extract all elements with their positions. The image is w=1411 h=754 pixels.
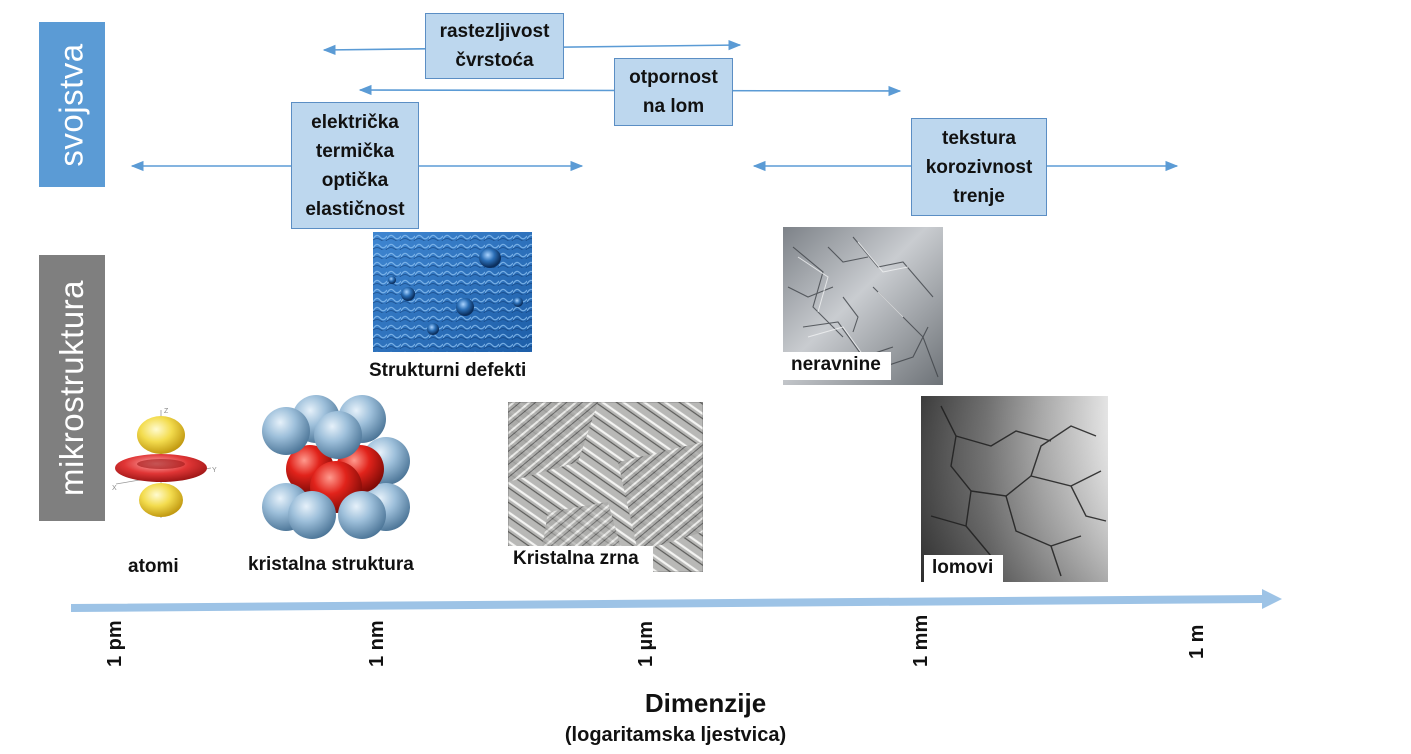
property-line: rastezljivost [439,21,550,42]
scale-tick-m: 1 m [1186,624,1208,659]
fractures-image [921,396,1108,582]
crystal-grains-image [508,402,703,572]
property-line: otpornost [629,67,718,88]
properties-side-label: svojstva [39,22,105,187]
property-line: korozivnost [925,156,1033,178]
property-line: elastičnost [305,198,405,220]
structural-defects-image [373,232,532,352]
scale-tick-um: 1 µm [635,621,657,667]
axis-subtitle: (logaritamska ljestvica) [564,724,787,746]
scale-tick-nm: 1 nm [366,620,388,667]
property-line: tekstura [942,127,1016,149]
svg-text:X: X [112,485,117,492]
scale-tick-mm: 1 mm [910,614,932,667]
structural-defects-caption: Strukturni defekti [369,360,527,381]
property-line: optička [321,169,389,191]
property-box-physical: električka termička optička elastičnost [291,102,419,229]
property-line: čvrstoća [455,50,534,71]
property-box-surface: tekstura korozivnost trenje [911,118,1047,216]
property-line: električka [311,111,399,133]
axis-title: Dimenzije [644,688,767,718]
property-line: na lom [642,96,705,117]
crystal-structure-caption: kristalna struktura [248,554,414,575]
property-box-fracture-toughness: otpornost na lom [614,58,733,126]
roughness-caption: neravnine [783,352,891,380]
property-box-strength: rastezljivost čvrstoća [425,13,564,79]
property-line: termička [315,140,395,162]
crystal-structure-image [258,393,410,545]
svg-text:Z: Z [164,408,169,415]
atom-orbital-image: Z Y X [106,402,226,526]
atoms-caption: atomi [128,556,179,577]
scale-axis-arrow [71,589,1282,612]
scale-tick-pm: 1 pm [104,620,126,667]
svg-text:Y: Y [212,467,217,474]
fractures-caption: lomovi [924,555,1004,583]
crystal-grains-caption: Kristalna zrna [505,546,653,574]
property-line: trenje [953,185,1005,207]
microstructure-side-label: mikrostruktura [39,255,105,521]
